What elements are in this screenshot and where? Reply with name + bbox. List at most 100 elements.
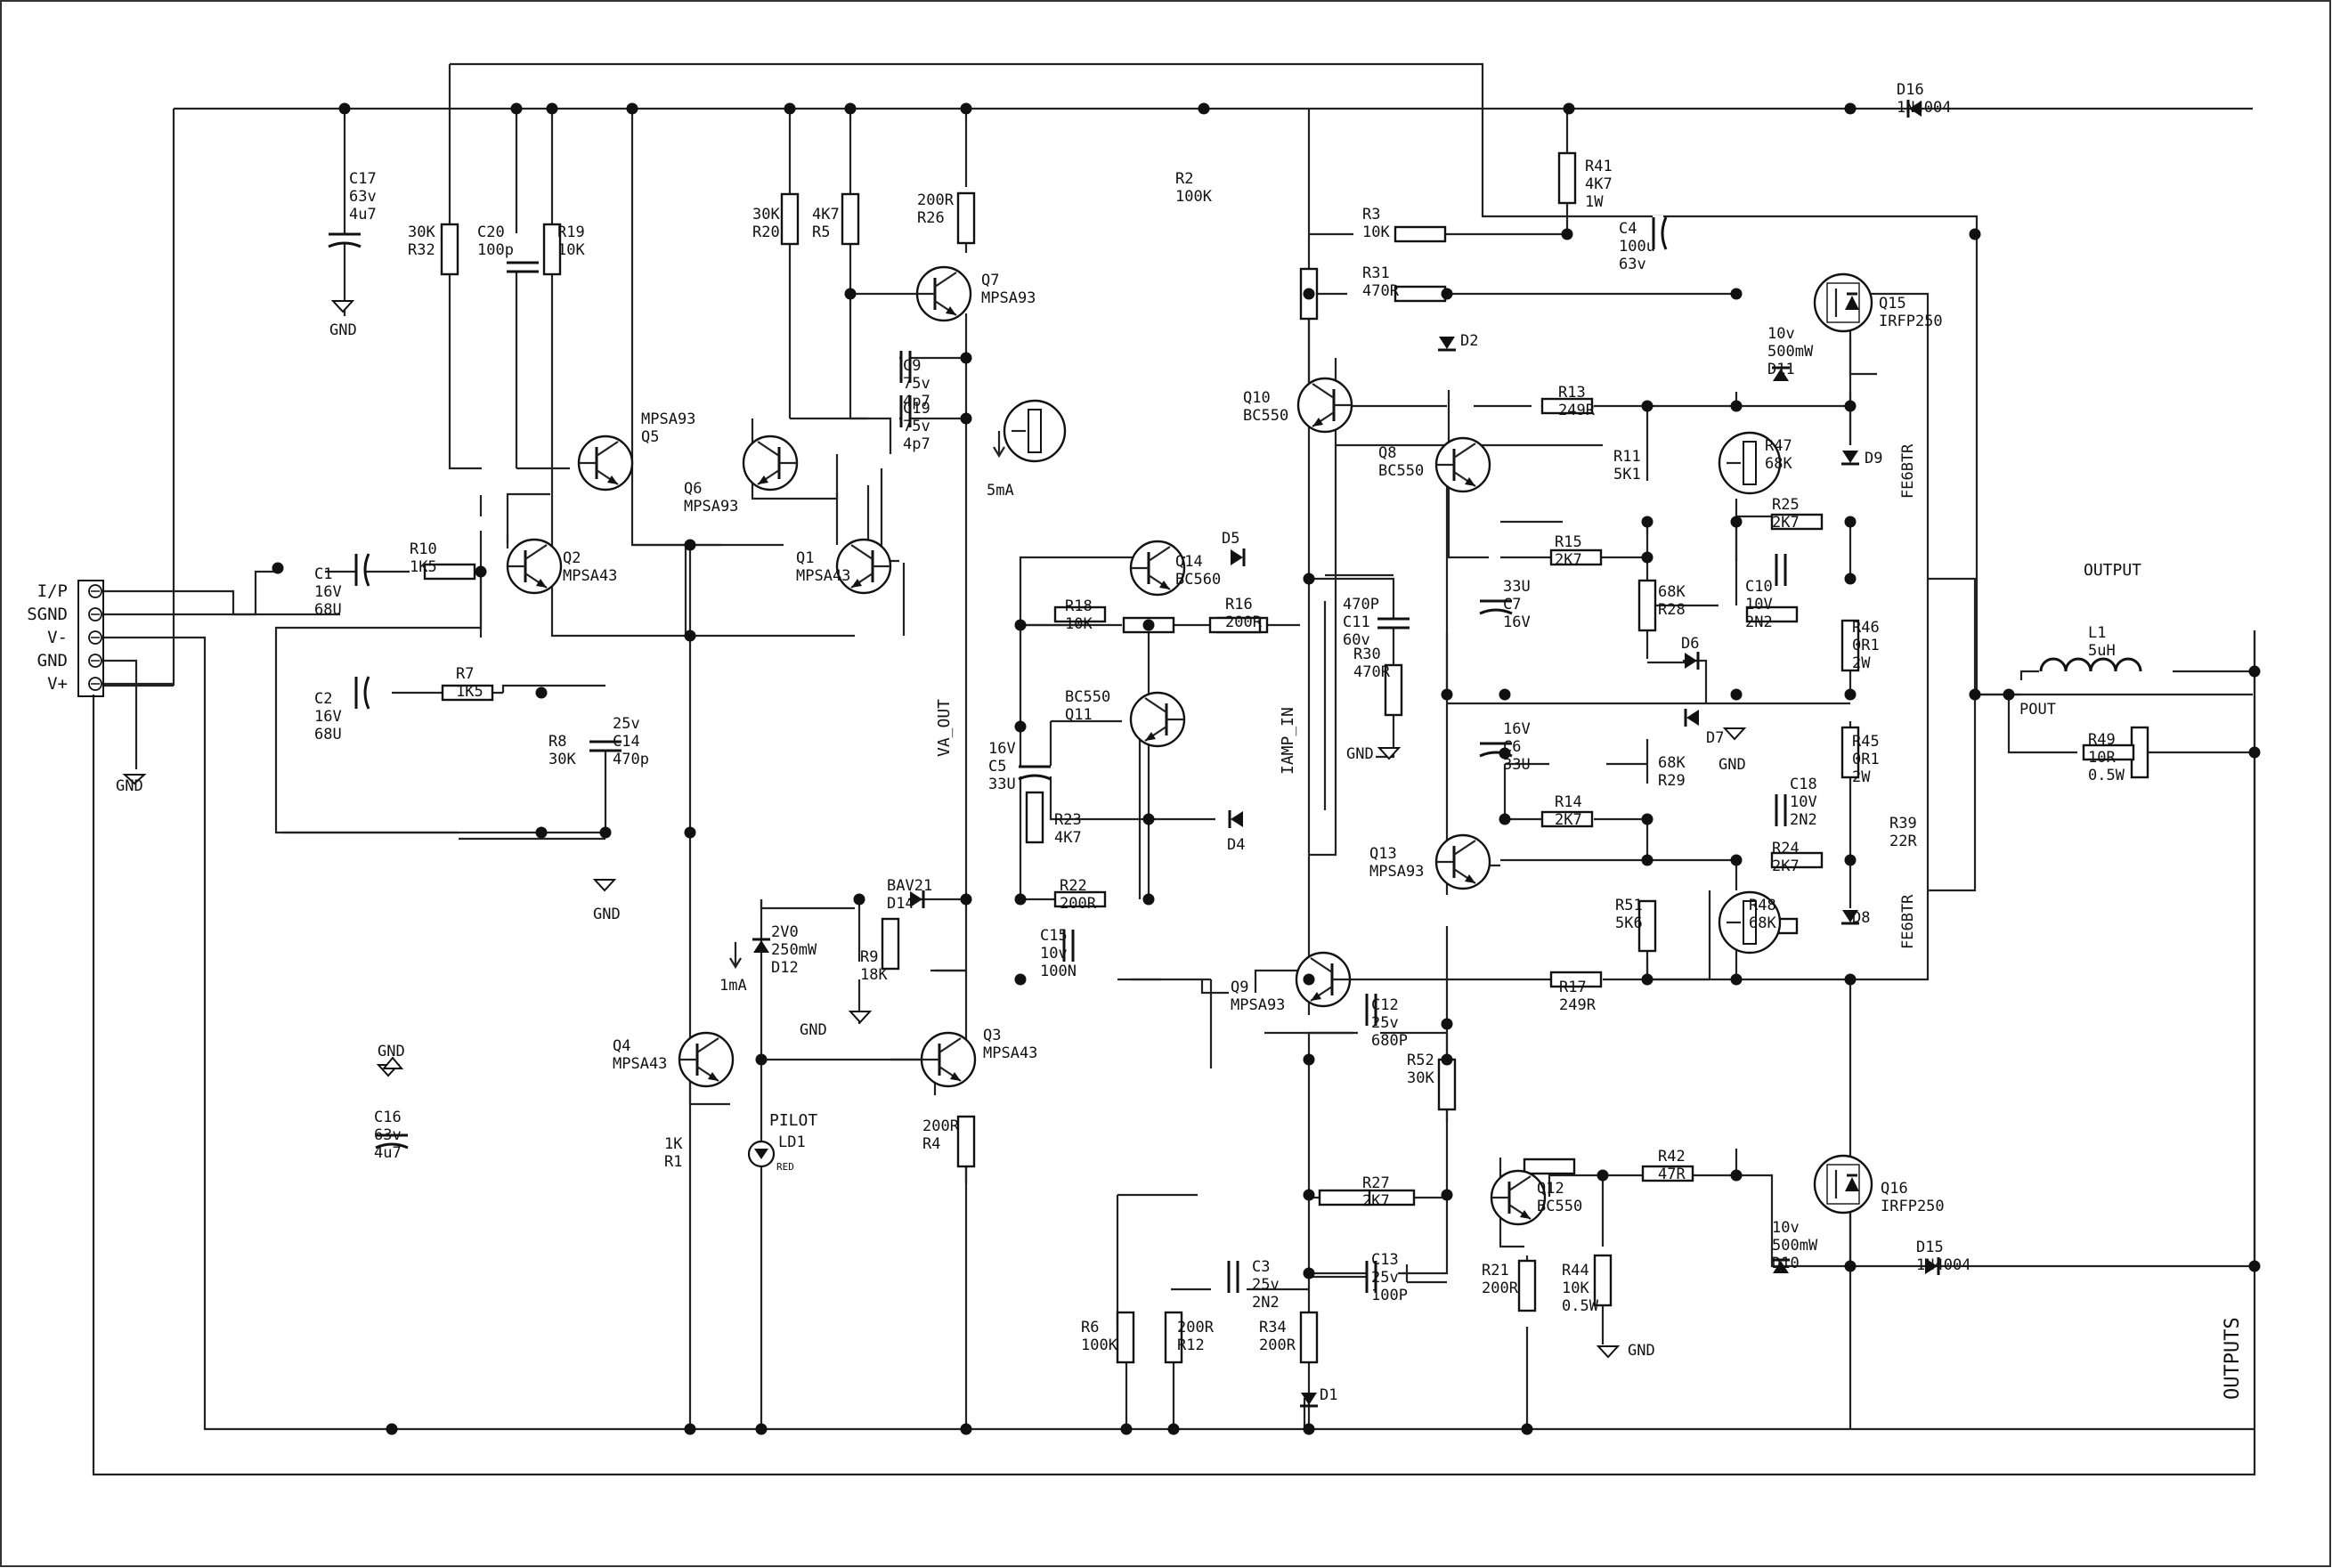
connector-pin-label: V- — [47, 628, 68, 647]
label-5ma: 5mA — [987, 482, 1014, 500]
component-label-d1: D1 — [1320, 1386, 1337, 1404]
connector-pin-label: I/P — [37, 581, 68, 601]
component-label-d5: D5 — [1222, 530, 1239, 548]
label-output: OUTPUT — [2084, 561, 2141, 580]
connector-pin-label: GND — [37, 651, 68, 670]
component-label-d7: D7 — [1706, 729, 1724, 747]
label-pout: POUT — [2019, 701, 2056, 719]
label-fe6btr-top: FE6BTR — [1899, 443, 1917, 499]
component-label-d4: D4 — [1227, 836, 1245, 854]
label-va-out: VA_OUT — [935, 699, 954, 757]
label-red: RED — [776, 1161, 794, 1173]
component-label-d6: D6 — [1681, 635, 1699, 653]
label-gnd-c14: GND — [593, 906, 621, 923]
label-gnd-left: GND — [116, 777, 143, 795]
label-gnd-r9: GND — [800, 1021, 827, 1039]
components — [122, 100, 2149, 1408]
label-gnd-c16: GND — [378, 1043, 405, 1060]
label-gnd-c17: GND — [329, 321, 357, 339]
label-iamp-in: IAMP_IN — [1279, 707, 1297, 775]
component-label-d9: D9 — [1865, 450, 1882, 467]
connector-pin-label: V+ — [47, 674, 68, 694]
label-outputs: OUTPUTS — [2222, 1317, 2244, 1400]
label-gnd-d6: GND — [1719, 756, 1746, 774]
